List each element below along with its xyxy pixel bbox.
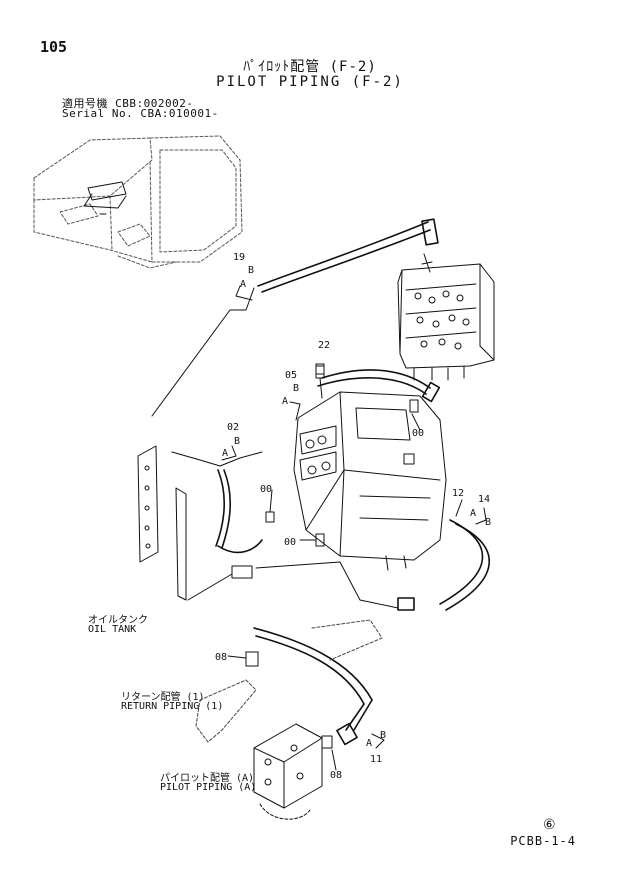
fitting-00-right [409, 399, 419, 413]
applicability-jp-value: CBB:002002- [115, 97, 194, 110]
callout-19-a: A [240, 279, 247, 290]
callout-14-b: B [485, 517, 492, 528]
callout-00-right: 00 [412, 428, 425, 439]
callout-00-mid: 00 [260, 484, 273, 495]
pilot-piping-block [253, 723, 333, 820]
hose-12 [397, 519, 490, 611]
hose-return [253, 627, 373, 746]
applicability-jp-label: 適用号機 [62, 97, 108, 110]
callout-05-a: A [282, 396, 289, 407]
oil-tank-label-en: OIL TANK [88, 624, 137, 635]
callout-19: 19 [233, 252, 246, 263]
title-japanese: ﾊﾟｲﾛｯﾄ配管 (F-2) [243, 59, 377, 75]
callout-14-a: A [470, 508, 477, 519]
callout-11-a: A [366, 738, 373, 749]
excavator-highlight [83, 181, 127, 215]
page-number: 105 [40, 38, 68, 56]
applicability-jp: 適用号機 CBB:002002- [62, 95, 193, 111]
leader-lines [187, 285, 487, 771]
oil-tank-label-jp: オイルタンク [88, 615, 148, 626]
callout-08-lower: 08 [330, 770, 343, 781]
revision-mark: ⑥ [543, 817, 556, 833]
callout-11-b: B [380, 730, 387, 741]
fitting-pipe [231, 565, 253, 579]
callout-02: 02 [227, 422, 240, 433]
callout-00-lower: 00 [284, 537, 297, 548]
fitting-08-upper [245, 651, 259, 667]
title-english: PILOT PIPING (F-2) [216, 74, 404, 90]
pilot-piping-label-jp: パイロット配管 (A) [160, 773, 255, 784]
leader-05 [289, 401, 301, 421]
page-code: PCBB-1-4 [510, 834, 576, 848]
callout-02-a: A [222, 448, 229, 459]
fitting-22 [315, 363, 325, 375]
pilot-piping-label-en: PILOT PIPING (A) [160, 782, 257, 793]
callout-08-upper: 08 [215, 652, 228, 663]
callout-14: 14 [478, 494, 491, 505]
return-piping-assembly [195, 619, 383, 743]
oil-tank-bracket [137, 445, 187, 601]
serial-value: CBA:010001- [140, 107, 219, 120]
callout-11: 11 [370, 754, 383, 765]
callout-22: 22 [318, 340, 331, 351]
callout-05-b: B [293, 383, 300, 394]
serial-label: Serial No. [62, 107, 134, 120]
control-valve-upper [397, 253, 495, 381]
callout-05: 05 [285, 370, 298, 381]
return-piping-label-en: RETURN PIPING (1) [121, 701, 224, 712]
hose-19 [257, 218, 439, 293]
callout-19-b: B [248, 265, 255, 276]
hose-05 [317, 369, 441, 403]
callout-12: 12 [452, 488, 465, 499]
excavator-overview [33, 135, 243, 269]
leader-19 [151, 287, 255, 417]
applicability-en: Serial No. CBA:010001- [62, 107, 219, 120]
pipe-02 [171, 451, 263, 467]
hose-02 [215, 469, 263, 554]
fitting-00-lower [315, 533, 325, 547]
callout-02-b: B [234, 436, 241, 447]
fitting-00-mid [265, 511, 275, 523]
return-piping-label-jp: リターン配管 (1) [121, 692, 205, 703]
